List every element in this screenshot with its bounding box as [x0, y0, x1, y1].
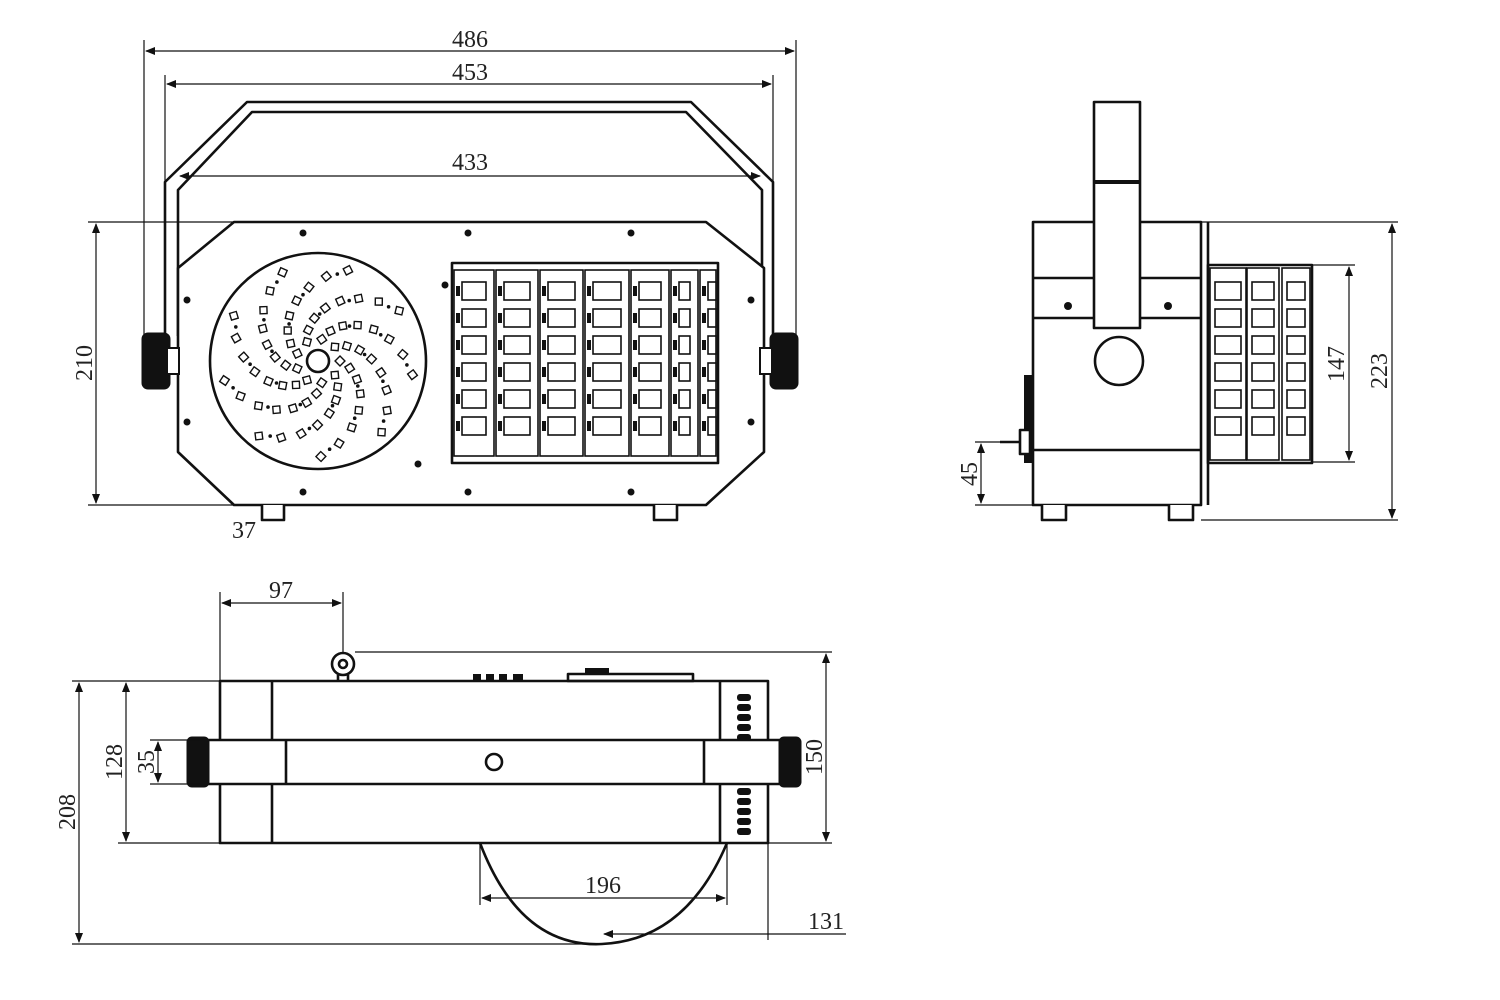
dim-208: 208 [55, 794, 81, 830]
dim-128: 128 [102, 744, 128, 780]
side-handle [1092, 100, 1142, 330]
front-left-knob [141, 332, 180, 390]
dim-150: 150 [802, 739, 828, 775]
dim-37-partial: 37 [232, 518, 256, 544]
dim-97: 97 [269, 578, 293, 604]
front-view [141, 100, 799, 522]
side-connector [1000, 375, 1033, 463]
dim-196: 196 [585, 873, 621, 899]
front-left-foot [260, 505, 286, 522]
top-eye-bolt [330, 651, 356, 681]
top-left-knob [186, 736, 210, 788]
top-dimensions: 97 128 35 208 150 196 131 [55, 578, 846, 945]
dim-210: 210 [72, 345, 98, 381]
side-led-panel [1206, 263, 1314, 465]
dim-453: 453 [452, 60, 488, 86]
dim-131: 131 [808, 909, 844, 935]
side-dimensions: 223 147 45 [957, 221, 1398, 521]
dim-45: 45 [957, 462, 983, 486]
top-center-hole [484, 752, 504, 772]
top-vents [737, 694, 751, 835]
dim-223: 223 [1367, 353, 1393, 389]
side-right-foot [1167, 505, 1195, 522]
front-bracket [163, 100, 775, 340]
side-view [1000, 100, 1314, 522]
dim-433: 433 [452, 150, 488, 176]
dim-486: 486 [452, 27, 488, 53]
front-bracket-inner [176, 110, 764, 336]
front-right-foot [652, 505, 679, 522]
side-left-foot [1040, 505, 1068, 522]
front-right-knob [759, 332, 799, 390]
front-dimensions: 486 453 433 210 37 [72, 27, 797, 544]
top-view [186, 651, 802, 946]
dim-147: 147 [1324, 346, 1350, 382]
front-screws [183, 229, 755, 496]
front-led-disc [208, 251, 428, 471]
side-knob [1093, 335, 1145, 387]
top-mounts [473, 668, 695, 683]
dim-35: 35 [134, 750, 160, 774]
front-led-grid [450, 261, 720, 465]
top-right-knob [778, 736, 802, 788]
